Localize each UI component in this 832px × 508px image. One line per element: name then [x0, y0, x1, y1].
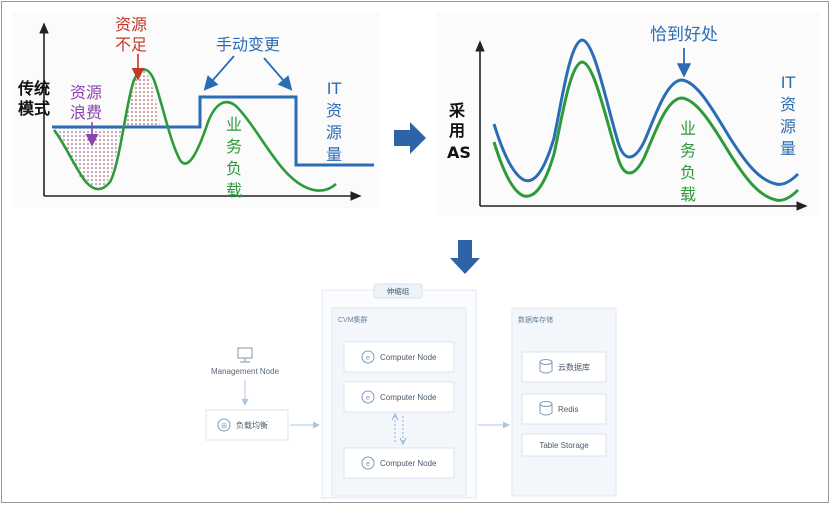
- transition-arrow-down: [450, 240, 480, 274]
- as-workload-label-4: 载: [680, 185, 696, 204]
- as-workload-curve: [492, 60, 800, 202]
- storage-item-redis[interactable]: Redis: [521, 393, 607, 425]
- load-balancer-icon: [217, 418, 231, 432]
- storage-item-table-storage[interactable]: Table Storage: [521, 433, 607, 457]
- storage-item-label: Table Storage: [539, 441, 589, 450]
- traditional-it-label-3: 源: [326, 123, 342, 142]
- storage-item-label: Redis: [558, 405, 578, 414]
- traditional-workload-label-1: 业: [226, 115, 242, 134]
- load-balancer-label: 负载均衡: [236, 420, 268, 430]
- shortage-label-1: 资源: [115, 15, 147, 34]
- management-node: Management Node: [211, 347, 280, 376]
- compute-node-label: Computer Node: [380, 393, 437, 402]
- traditional-it-label-1: IT: [327, 79, 342, 98]
- svg-text:e: e: [366, 355, 370, 362]
- as-y-label-3: AS: [447, 143, 471, 162]
- database-storage-label: 数据库存储: [518, 315, 553, 324]
- traditional-panel-bg: [12, 12, 380, 208]
- traditional-workload-label-4: 载: [226, 181, 242, 200]
- storage-item-label: 云数据库: [558, 362, 590, 372]
- transition-arrow-right: [394, 122, 426, 154]
- as-it-resource-curve: [492, 38, 800, 186]
- as-it-label-3: 源: [780, 117, 796, 136]
- as-y-label-1: 采: [448, 101, 465, 120]
- as-panel-bg: [436, 12, 820, 216]
- traditional-it-label-4: 量: [326, 145, 342, 164]
- waste-label-1: 资源: [70, 83, 102, 102]
- scaling-group-tag: [373, 283, 423, 299]
- traditional-workload-label-2: 务: [226, 137, 242, 156]
- scaling-group-label: 伸缩组: [387, 286, 410, 296]
- as-y-label-2: 用: [449, 121, 465, 140]
- manual-change-arrow-left: [203, 55, 235, 91]
- as-mode-panel: 采 用 AS 恰到好处 IT 资 源 量 业 务 负 载: [436, 12, 820, 216]
- as-workload-label-1: 业: [680, 119, 696, 138]
- compute-node-2[interactable]: e Computer Node: [343, 381, 455, 413]
- compute-node-3[interactable]: e Computer Node: [343, 447, 455, 479]
- as-it-label-2: 资: [780, 95, 796, 114]
- waste-label-2: 浪费: [70, 103, 102, 122]
- shortage-label-2: 不足: [115, 35, 147, 54]
- as-workload-label-3: 负: [680, 163, 696, 182]
- waste-area: [52, 127, 122, 189]
- traditional-workload-curve: [52, 68, 337, 192]
- shortage-area: [124, 70, 160, 126]
- traditional-workload-label-3: 负: [226, 159, 242, 178]
- as-workload-label-2: 务: [680, 141, 696, 160]
- management-node-label: Management Node: [211, 367, 280, 376]
- as-it-label-4: 量: [780, 139, 796, 158]
- manual-change-arrow-right: [263, 57, 293, 91]
- svg-text:e: e: [366, 395, 370, 402]
- manual-change-label: 手动变更: [216, 35, 280, 54]
- load-balancer-box[interactable]: ⊞ 负载均衡: [205, 409, 289, 441]
- traditional-y-label-2: 模式: [18, 99, 50, 118]
- cvm-cluster-label: CVM集群: [338, 315, 368, 324]
- monitor-icon: [237, 347, 253, 359]
- traditional-y-label-1: 传统: [17, 79, 50, 98]
- as-it-label-1: IT: [781, 73, 796, 92]
- traditional-it-label-2: 资: [326, 101, 342, 120]
- compute-node-label: Computer Node: [380, 459, 437, 468]
- traditional-mode-panel: 传统 模式 资源 不足 资源 浪费 手动变更 IT 资 源 量 业 务 负 载: [12, 12, 380, 208]
- compute-node-icon: [361, 456, 375, 470]
- compute-node-label: Computer Node: [380, 353, 437, 362]
- architecture-diagram: Management Node ⊞ 负载均衡 伸缩组 CVM集群 e Compu…: [205, 283, 617, 499]
- svg-text:e: e: [366, 461, 370, 468]
- storage-item-cloud-db[interactable]: 云数据库: [521, 351, 607, 383]
- just-right-label: 恰到好处: [650, 25, 718, 45]
- compute-node-icon: [361, 350, 375, 364]
- compute-node-icon: [361, 390, 375, 404]
- traditional-it-resource-line: [52, 95, 374, 167]
- compute-node-1[interactable]: e Computer Node: [343, 341, 455, 373]
- svg-text:⊞: ⊞: [221, 423, 227, 430]
